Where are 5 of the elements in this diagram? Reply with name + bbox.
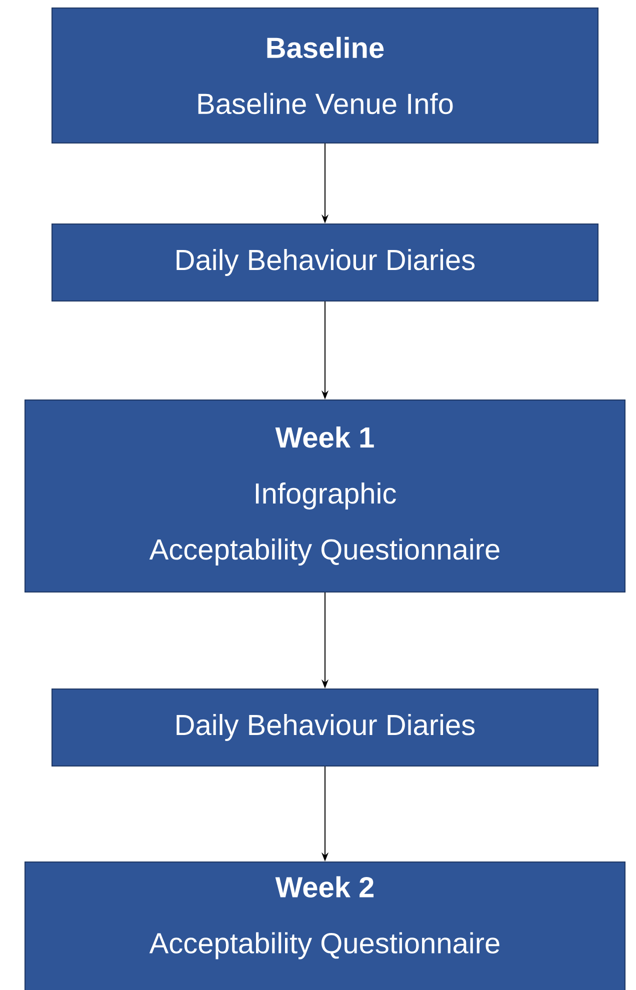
process-box: Daily Behaviour Diaries <box>52 224 598 302</box>
process-box: Baseline Baseline Venue Info <box>52 8 598 144</box>
process-box: Week 1 Infographic Acceptability Questionnaire <box>24 400 626 592</box>
process-box: Daily Behaviour Diaries <box>52 688 598 766</box>
process-box: Week 2 Acceptability Questionnaire <box>24 862 626 990</box>
